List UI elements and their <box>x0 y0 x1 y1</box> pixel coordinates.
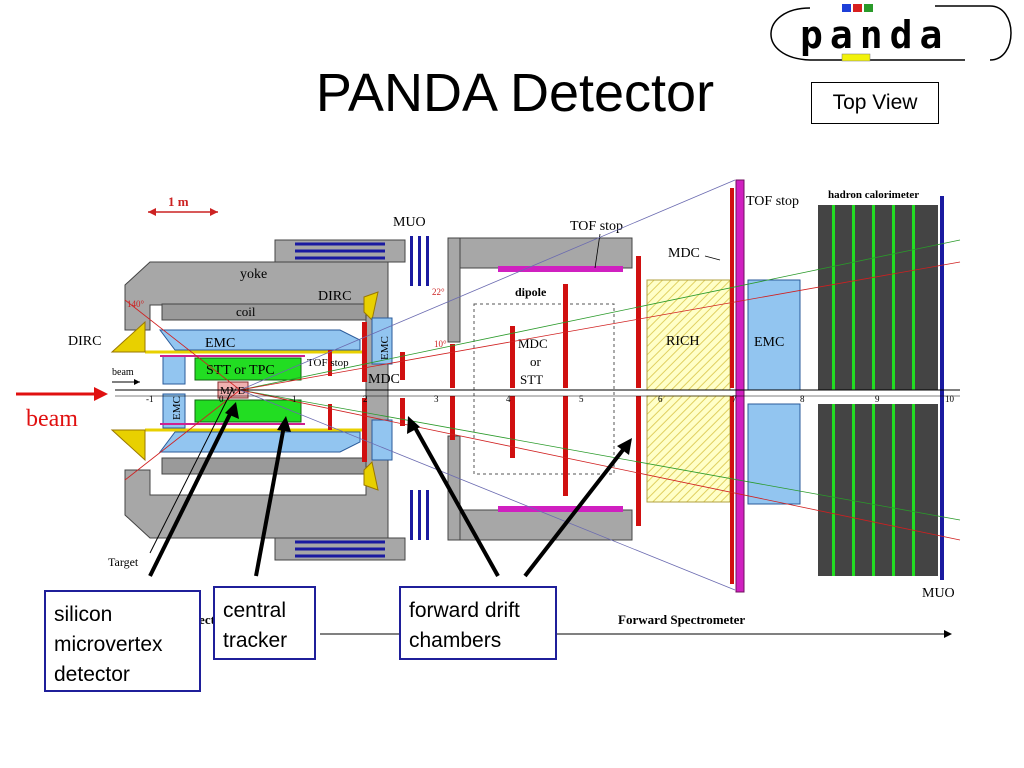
rich-label: RICH <box>666 334 699 349</box>
dirc-disc-lower <box>363 460 379 491</box>
tof-stop-inner-label: TOF stop <box>307 357 349 369</box>
top-view-label: Top View <box>811 82 939 124</box>
mdc-or-stt-2: or <box>530 354 542 369</box>
angle-140: 140° <box>127 299 145 309</box>
axis-ticks: -1 0 1 2 3 4 5 6 7 8 9 10 <box>146 394 955 404</box>
tick-m1: -1 <box>146 394 154 404</box>
callout-forward-drift-chambers: forward drift chambers <box>399 586 557 660</box>
slide-title: PANDA Detector <box>315 63 715 123</box>
emc-backward-upper <box>162 355 186 385</box>
yoke-label: yoke <box>240 267 267 282</box>
target-label: Target <box>108 555 139 569</box>
coil <box>161 303 367 321</box>
emc-endcap-label: EMC <box>379 336 391 360</box>
beam-small-label: beam <box>112 367 134 378</box>
mdc-or-stt-1: MDC <box>518 336 548 351</box>
emc-barrel-lower <box>159 431 361 453</box>
dirc-left-upper <box>110 320 146 353</box>
emc-barrel-upper <box>159 329 361 351</box>
mdc-inner-label: MDC <box>368 372 400 387</box>
tick-5: 5 <box>579 394 584 404</box>
emc-backward-label: EMC <box>171 396 183 420</box>
callout-central-tracker: central tracker <box>213 586 316 660</box>
tick-2: 2 <box>363 394 368 404</box>
tick-8: 8 <box>800 394 805 404</box>
stt-upper <box>194 357 302 381</box>
emc-endcap-upper <box>371 317 393 365</box>
emc-fwd-lower <box>747 403 801 505</box>
tick-1: 1 <box>292 394 297 404</box>
tick-10: 10 <box>945 394 955 404</box>
muo-fwd-label: MUO <box>922 586 955 601</box>
tick-3: 3 <box>434 394 439 404</box>
emc-barrel-label: EMC <box>205 336 235 351</box>
rich-lower <box>646 395 731 503</box>
mdc-fwd-label: MDC <box>668 246 700 261</box>
tick-0: 0 <box>219 394 224 404</box>
tick-7: 7 <box>732 394 737 404</box>
coil-lower <box>161 457 367 475</box>
beam-big-label: beam <box>26 406 78 432</box>
emc-fwd-label: EMC <box>754 335 784 350</box>
hadron-calorimeter-label: hadron calorimeter <box>828 189 919 201</box>
dipole-magnet <box>447 237 633 541</box>
emc-backward-lower <box>162 393 186 429</box>
tick-6: 6 <box>658 394 663 404</box>
dipole-label: dipole <box>515 285 547 299</box>
panda-logo: panda <box>770 4 1012 62</box>
beam-arrowhead <box>94 387 108 401</box>
mdc-or-stt-3: STT <box>520 372 543 387</box>
muo-top-label: MUO <box>393 215 426 230</box>
angle-10: 10° <box>434 339 447 349</box>
callout-mvd: silicon microvertex detector <box>44 590 201 692</box>
tof-stop-top-label: TOF stop <box>570 219 623 234</box>
scale-bar: 1 m <box>148 194 218 216</box>
coil-label: coil <box>236 304 256 319</box>
dirc-left-label: DIRC <box>68 334 101 349</box>
mvd-label: MVD <box>220 385 246 397</box>
emc-endcap-lower <box>371 419 393 461</box>
stt-lower <box>194 399 302 423</box>
forward-spectrometer-label: Forward Spectrometer <box>618 612 745 627</box>
tof-forward <box>735 179 745 593</box>
scale-label: 1 m <box>168 194 189 209</box>
dirc-left-lower <box>110 429 146 462</box>
dirc-top-label: DIRC <box>318 289 351 304</box>
tick-9: 9 <box>875 394 880 404</box>
logo-text: panda <box>800 13 949 57</box>
stt-tpc-label: STT or TPC <box>206 363 275 378</box>
callout-arrows <box>148 402 632 578</box>
angle-22: 22° <box>432 287 445 297</box>
tof-stop-fwd-label: TOF stop <box>746 194 799 209</box>
hadron-calorimeter <box>818 196 944 580</box>
tick-4: 4 <box>506 394 511 404</box>
